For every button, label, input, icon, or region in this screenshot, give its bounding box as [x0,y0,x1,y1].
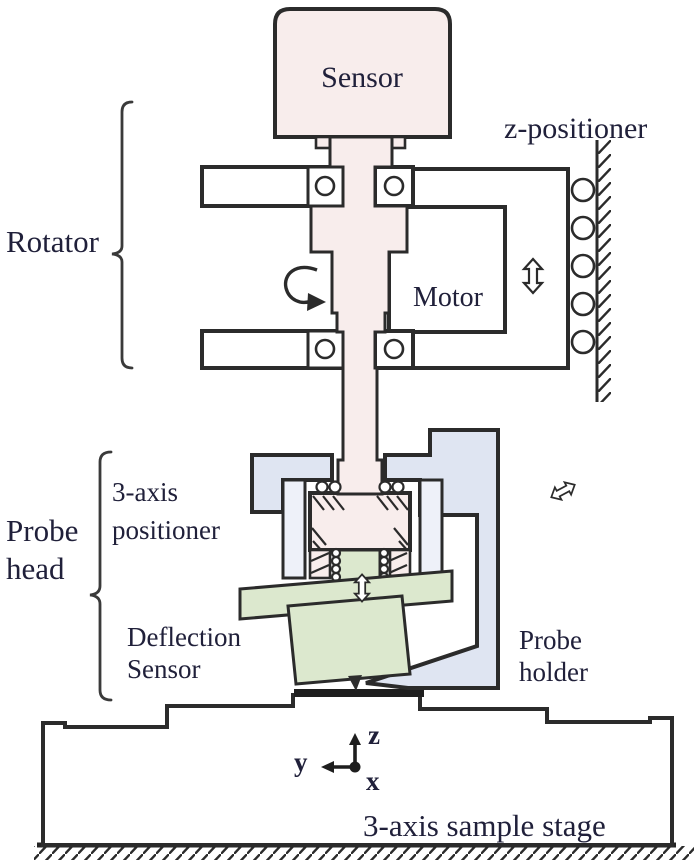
sensor-box [273,7,452,139]
roller [570,253,596,279]
z-positioner-label: z-positioner [504,112,647,145]
pad-hatching [310,551,408,575]
spring-coil [330,555,342,567]
probe-tip [348,675,362,691]
axis-label-z: z [368,720,380,750]
axis-label-x: x [366,766,380,796]
roller [570,329,596,355]
probe-block [286,594,412,686]
spring-coil [330,563,342,575]
coordinate-axes: z y x [294,720,380,796]
spring-coil [330,547,342,559]
roller [570,291,596,317]
coupling-block [308,491,412,552]
three-axis-positioner-label-line1: 3-axis [112,477,178,507]
spring-coil [378,555,390,567]
axis-label-y: y [294,747,308,777]
coupling-ball [328,480,342,494]
motor-label: Motor [413,282,484,313]
deflection-sensor-label-line1: Deflection [127,622,241,652]
bearing-ball [314,175,336,197]
probe-holder-label-line1: Probe [519,625,582,655]
sample-stage-label: 3-axis sample stage [363,808,606,843]
probe-head-brace [89,450,113,702]
ground-hatching [34,846,694,860]
stage-interface-plate [294,689,424,697]
coupling-hatching [311,495,409,551]
sensor-label: Sensor [321,61,403,94]
sensor-tab-left [314,135,332,150]
coupling-leg-left [281,478,307,580]
spring-coil [378,547,390,559]
roller [570,177,596,203]
probe-head-label-line2: head [6,551,65,586]
deflection-sensor-label-line2: Sensor [127,654,201,684]
roller [570,215,596,241]
tilt-arrow-icon [547,477,579,505]
rotator-label: Rotator [6,224,100,259]
bearing-ball [314,338,336,360]
probe-holder-label-line2: holder [519,657,588,687]
spring-coil [378,563,390,575]
bearing-ball [383,175,405,197]
coupling-ball [391,480,405,494]
rotator-brace [111,100,134,370]
spindle-shaft [309,135,409,496]
three-axis-positioner-label-line2: positioner [112,515,220,545]
probe-head-label-line1: Probe [6,513,78,548]
guide-wall-hatching [597,140,611,402]
bearing-ball [383,338,405,360]
coupling-ball [378,480,392,494]
rotation-arrow-icon [283,265,326,311]
coupling-leg-right [418,478,444,580]
coupling-ball [315,480,329,494]
